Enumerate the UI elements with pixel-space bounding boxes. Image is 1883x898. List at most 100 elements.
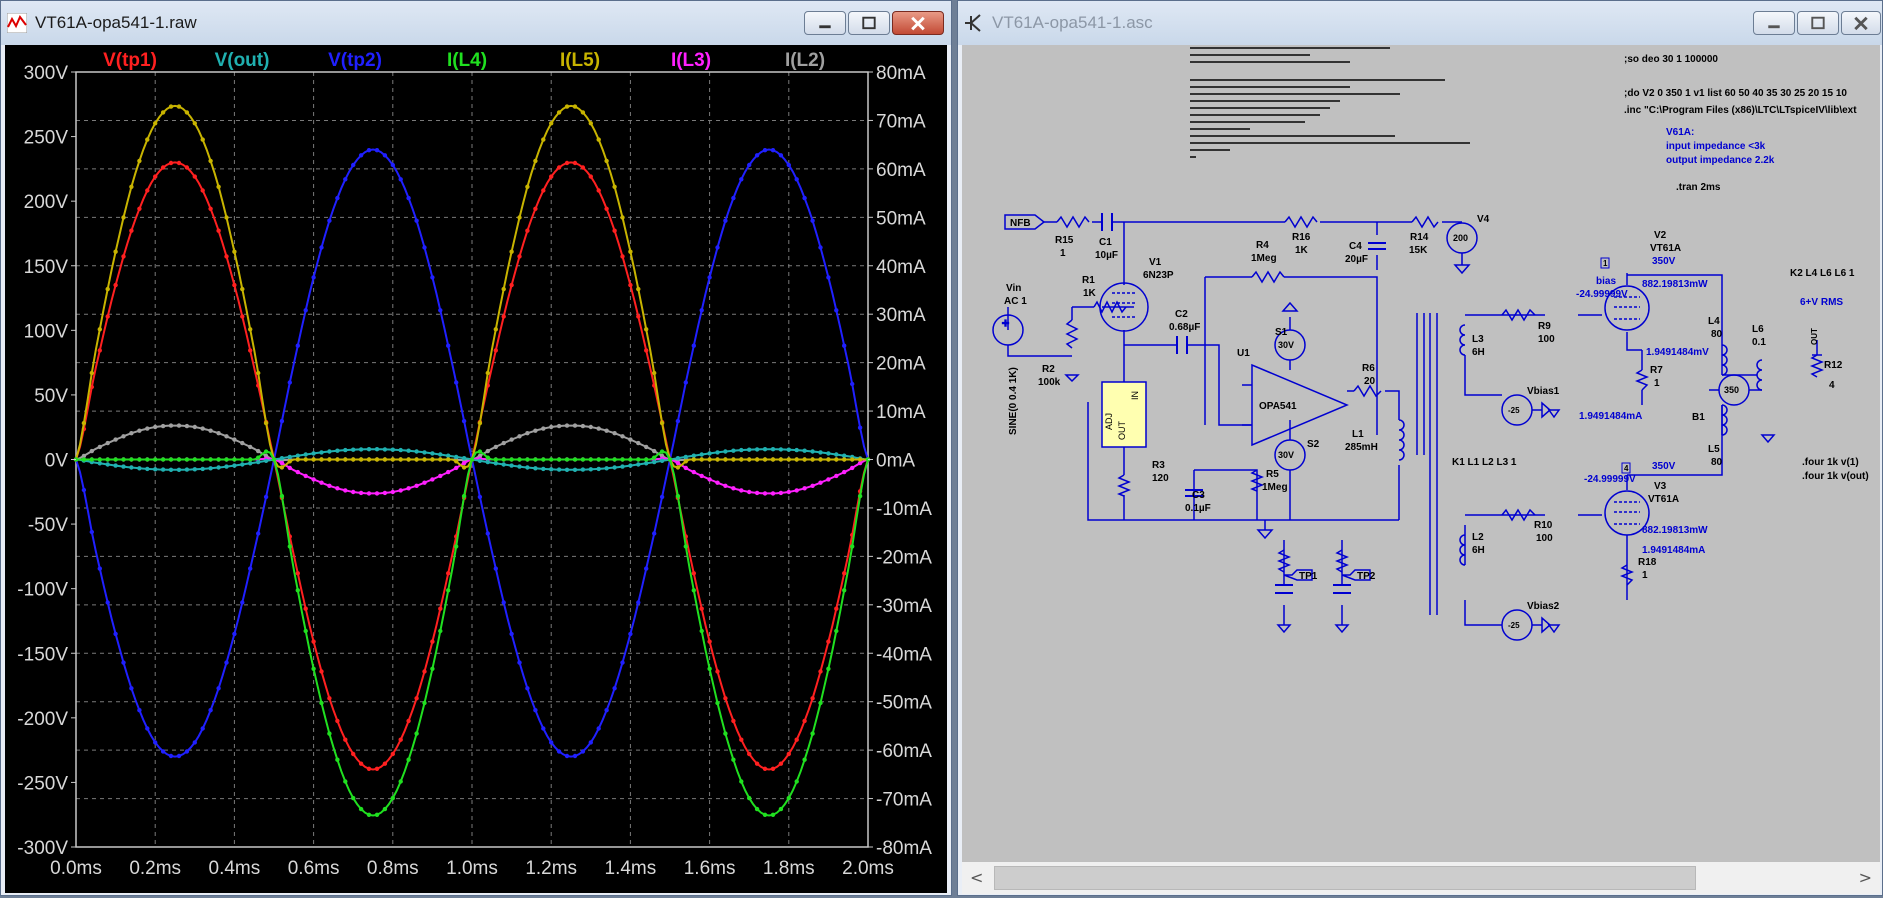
schem-close-button[interactable] — [1841, 11, 1881, 35]
series-point — [414, 696, 419, 701]
minimize-button[interactable] — [804, 11, 846, 35]
series-point — [454, 454, 459, 460]
series-point — [778, 447, 784, 452]
series-point — [446, 571, 451, 576]
series-point — [850, 457, 855, 462]
series-point — [762, 148, 768, 153]
r1-symbol — [1093, 300, 1127, 314]
series-point — [406, 718, 411, 724]
svg-text:+: + — [1002, 316, 1009, 330]
series-point — [461, 456, 467, 461]
series-point — [770, 148, 776, 153]
scrollbar-thumb[interactable] — [994, 866, 1696, 890]
maximize-button[interactable] — [848, 11, 890, 35]
series-point — [303, 457, 308, 462]
series-point — [739, 779, 744, 784]
series-point — [414, 457, 419, 462]
series-point — [374, 812, 380, 817]
series-point — [248, 461, 253, 466]
tp2-label: TP2 — [1357, 571, 1376, 582]
series-point — [747, 489, 752, 495]
l4-value: 80 — [1711, 329, 1723, 340]
series-point — [319, 245, 324, 250]
schematic-window[interactable]: VT61A-opa541-1.asc — [957, 0, 1883, 896]
series-point — [810, 731, 815, 736]
series-point — [715, 669, 720, 674]
legend-entry[interactable]: I(L4) — [447, 50, 487, 71]
series-point — [224, 254, 229, 259]
series-point — [794, 488, 799, 493]
schematic-drawing[interactable]: ;so deo 30 1 100000 ;do V2 0 350 1 v1 li… — [962, 45, 1880, 861]
series-point — [263, 449, 269, 454]
legend-entry[interactable]: I(L2) — [785, 50, 825, 71]
series-point — [366, 766, 372, 771]
series-point — [430, 666, 435, 671]
series-point — [184, 423, 190, 429]
series-point — [541, 466, 546, 472]
y-left-tick-label: -150V — [17, 644, 68, 665]
waveform-plot-area[interactable]: V(tp1)V(out)V(tp2)I(L4)I(L5)I(L3)I(L2) 3… — [5, 45, 947, 893]
series-point — [153, 121, 158, 126]
series-point — [707, 477, 712, 482]
schematic-canvas[interactable]: ;so deo 30 1 100000 ;do V2 0 350 1 v1 li… — [962, 45, 1880, 861]
series-point — [327, 457, 332, 462]
series-point — [319, 700, 324, 706]
series-point — [612, 457, 617, 462]
series-point — [620, 254, 625, 259]
close-button[interactable] — [892, 11, 944, 35]
series-point — [438, 473, 443, 479]
series-point — [430, 275, 435, 280]
waveform-titlebar[interactable]: VT61A-opa541-1.raw — [1, 1, 951, 45]
capacitors — [1101, 213, 1386, 594]
series-point — [644, 327, 649, 332]
series-point — [525, 431, 530, 436]
legend-entry[interactable]: V(tp1) — [103, 50, 157, 71]
legend-entry[interactable]: I(L3) — [671, 50, 711, 71]
r5-symbol — [1249, 469, 1265, 492]
schematic-titlebar[interactable]: VT61A-opa541-1.asc — [958, 1, 1882, 45]
series-point — [374, 447, 380, 452]
x-tick-label: 1.8ms — [763, 858, 815, 879]
series-point — [842, 457, 847, 462]
series-point — [358, 806, 364, 812]
series-point — [216, 431, 221, 436]
series-point — [762, 491, 768, 496]
series-point — [509, 282, 514, 288]
series-point — [834, 452, 839, 457]
series-point — [802, 757, 807, 762]
y-left-tick-label: 200V — [24, 192, 69, 213]
series-point — [731, 718, 736, 724]
legend-entry[interactable]: V(out) — [215, 50, 270, 71]
v3-label: V3 — [1654, 481, 1667, 492]
series-point — [240, 440, 245, 446]
series-point — [652, 370, 657, 376]
series-point — [731, 457, 736, 462]
series-point — [834, 628, 839, 634]
series-point — [786, 457, 791, 462]
scroll-left-icon[interactable]: < — [970, 868, 984, 887]
series-point — [659, 449, 665, 454]
scroll-right-icon[interactable]: > — [1858, 868, 1872, 887]
series-point — [153, 740, 158, 745]
series-point — [406, 457, 411, 462]
series-point — [675, 456, 681, 461]
series-point — [691, 469, 696, 475]
series-point — [636, 462, 641, 467]
y-left-tick-label: 150V — [24, 257, 69, 278]
series-point — [485, 448, 490, 454]
series-point — [168, 423, 174, 428]
waveform-window[interactable]: VT61A-opa541-1.raw V(tp1) V(out) V(tp2) I(L… — [0, 0, 952, 896]
schem-maximize-button[interactable] — [1797, 11, 1839, 35]
schem-minimize-button[interactable] — [1753, 11, 1795, 35]
legend-entry[interactable]: I(L5) — [560, 50, 600, 71]
legend-entry[interactable]: V(tp2) — [328, 50, 382, 71]
series-point — [533, 428, 538, 433]
series-point — [580, 457, 586, 462]
horizontal-scrollbar[interactable]: < > — [962, 861, 1880, 894]
series-point — [200, 137, 205, 142]
bias-voltage-2: -24.99999V — [1584, 474, 1636, 485]
waveform-plot[interactable]: V(tp1)V(out)V(tp2)I(L4)I(L5)I(L3)I(L2) 3… — [5, 45, 947, 893]
r18-value: 1 — [1642, 570, 1648, 581]
series-point — [121, 434, 126, 439]
series-point — [628, 457, 633, 462]
